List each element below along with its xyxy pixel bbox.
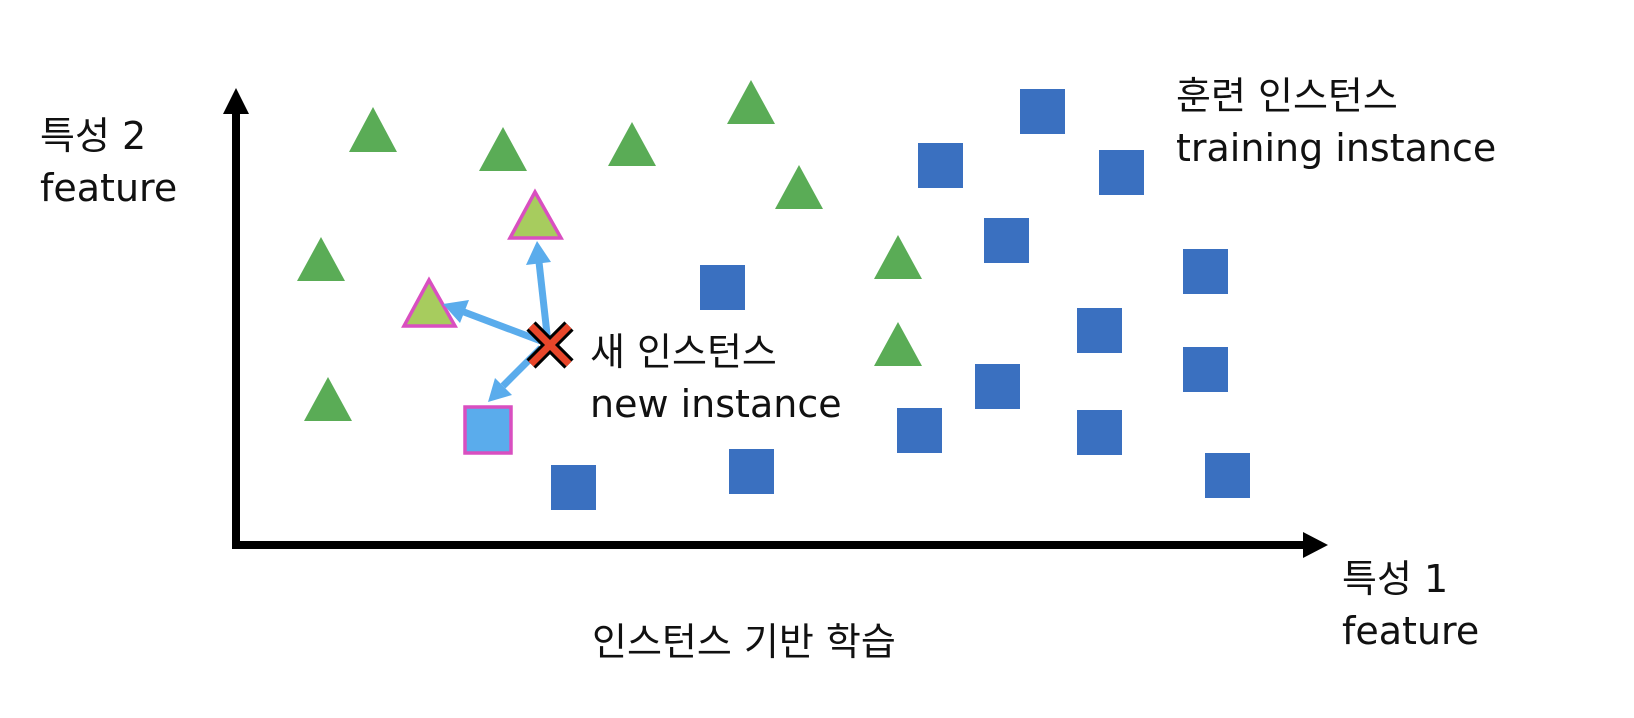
neighbor-square-icon [463, 405, 513, 455]
arrow-icon [488, 378, 512, 402]
square-class-b-icon [1205, 453, 1250, 498]
square-class-b-icon [700, 265, 745, 310]
square-class-b-icon [1099, 150, 1144, 195]
triangle-class-a-icon [874, 322, 922, 366]
square-class-b-icon [1183, 249, 1228, 294]
training-instance-label-en: training instance [1176, 126, 1497, 171]
diagram-title: 인스턴스 기반 학습 [592, 620, 896, 664]
square-class-b-icon [1077, 308, 1122, 353]
neighbor-triangle-icon [507, 188, 564, 240]
x-axis-label: 특성 1 feature [1342, 553, 1479, 658]
y-axis-label-en: feature [40, 166, 178, 211]
triangle-class-a-icon [349, 107, 397, 152]
square-class-b-icon [975, 364, 1020, 409]
square-class-b-icon [1077, 410, 1122, 455]
training-instance-label: 훈련 인스턴스 training instance [1176, 70, 1496, 175]
y-axis-arrowhead-icon [223, 88, 249, 114]
triangle-class-a-icon [727, 80, 775, 124]
square-class-b-icon [897, 408, 942, 453]
triangle-class-a-icon [304, 377, 352, 421]
new-instance-label-ko: 새 인스턴스 [590, 330, 777, 374]
square-class-b-icon [918, 143, 963, 188]
square-class-b-icon [1183, 347, 1228, 392]
x-axis-arrowhead-icon [1303, 532, 1328, 558]
x-axis-label-en: feature [1342, 609, 1480, 654]
neighbor-arrows [443, 241, 552, 402]
x-cross-icon [526, 321, 574, 369]
square-class-b-icon [551, 465, 596, 510]
triangle-class-a-icon [874, 235, 922, 279]
triangle-class-a-icon [297, 237, 345, 281]
arrow-icon [526, 241, 551, 265]
arrow-icon [535, 261, 552, 344]
triangle-class-a-group [297, 80, 922, 421]
neighbor-triangle-icon [401, 276, 458, 328]
training-instance-label-ko: 훈련 인스턴스 [1176, 74, 1398, 118]
square-class-b-icon [729, 449, 774, 494]
new-instance-label-en: new instance [590, 382, 842, 427]
axes [223, 88, 1328, 558]
triangle-class-a-icon [608, 122, 656, 166]
triangle-class-a-icon [479, 127, 527, 171]
square-class-b-group [551, 89, 1250, 510]
x-axis-label-ko: 특성 1 [1342, 557, 1449, 601]
triangle-class-a-icon [775, 165, 823, 209]
y-axis-label: 특성 2 feature [40, 110, 177, 215]
square-class-b-icon [1020, 89, 1065, 134]
new-instance-label: 새 인스턴스 new instance [590, 326, 842, 431]
arrow-icon [462, 308, 543, 345]
y-axis-label-ko: 특성 2 [40, 114, 147, 158]
nearest-neighbors [401, 188, 564, 455]
arrow-icon [443, 300, 469, 323]
square-class-b-icon [984, 218, 1029, 263]
